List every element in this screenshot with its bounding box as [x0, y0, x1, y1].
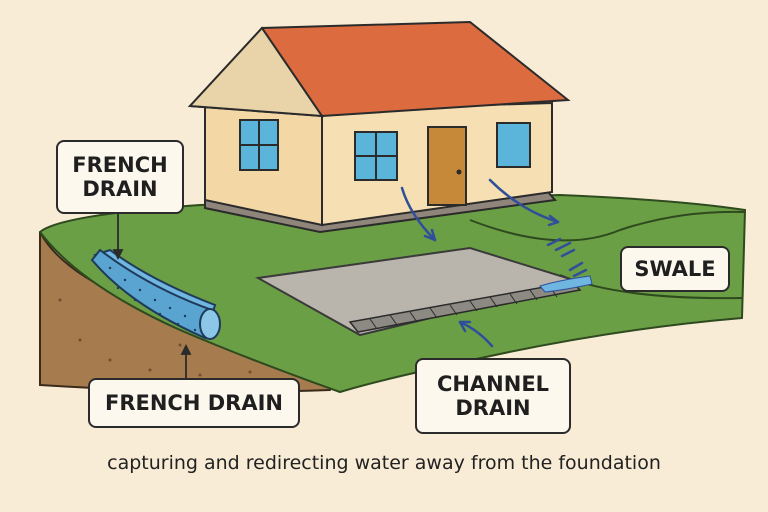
swale-label: SWALE [620, 246, 730, 292]
door-knob [456, 169, 462, 175]
channel-drain-label-line1: CHANNEL [436, 371, 550, 396]
flow-arrow-house [400, 186, 437, 242]
french-drain-label-bottom: FRENCH DRAIN [88, 378, 300, 428]
french-drain-label-bottom-text: FRENCH DRAIN [105, 390, 283, 415]
channel-drain-label: CHANNEL DRAIN [415, 358, 571, 434]
diagram-caption: capturing and redirecting water away fro… [107, 452, 661, 474]
leader-lines [112, 214, 192, 378]
french-drain-label-top-line1: FRENCH [72, 152, 168, 177]
french-drain-label-top: FRENCH DRAIN [56, 140, 184, 214]
channel-drain-label-line2: DRAIN [455, 396, 531, 420]
roof-side [187, 26, 324, 118]
front-window-right [496, 122, 531, 168]
front-door [427, 126, 467, 206]
flow-arrow-swale [488, 178, 560, 224]
french-drain-label-top-line2: DRAIN [82, 177, 158, 201]
swale-channel [469, 210, 746, 242]
channel-drain-grate [348, 281, 582, 333]
swale-label-text: SWALE [634, 256, 716, 281]
channel-water [539, 275, 593, 293]
flow-arrow-channel [458, 320, 494, 348]
house [187, 20, 571, 234]
french-drain-pipe [90, 248, 221, 340]
water-flow-arrows [400, 178, 588, 348]
